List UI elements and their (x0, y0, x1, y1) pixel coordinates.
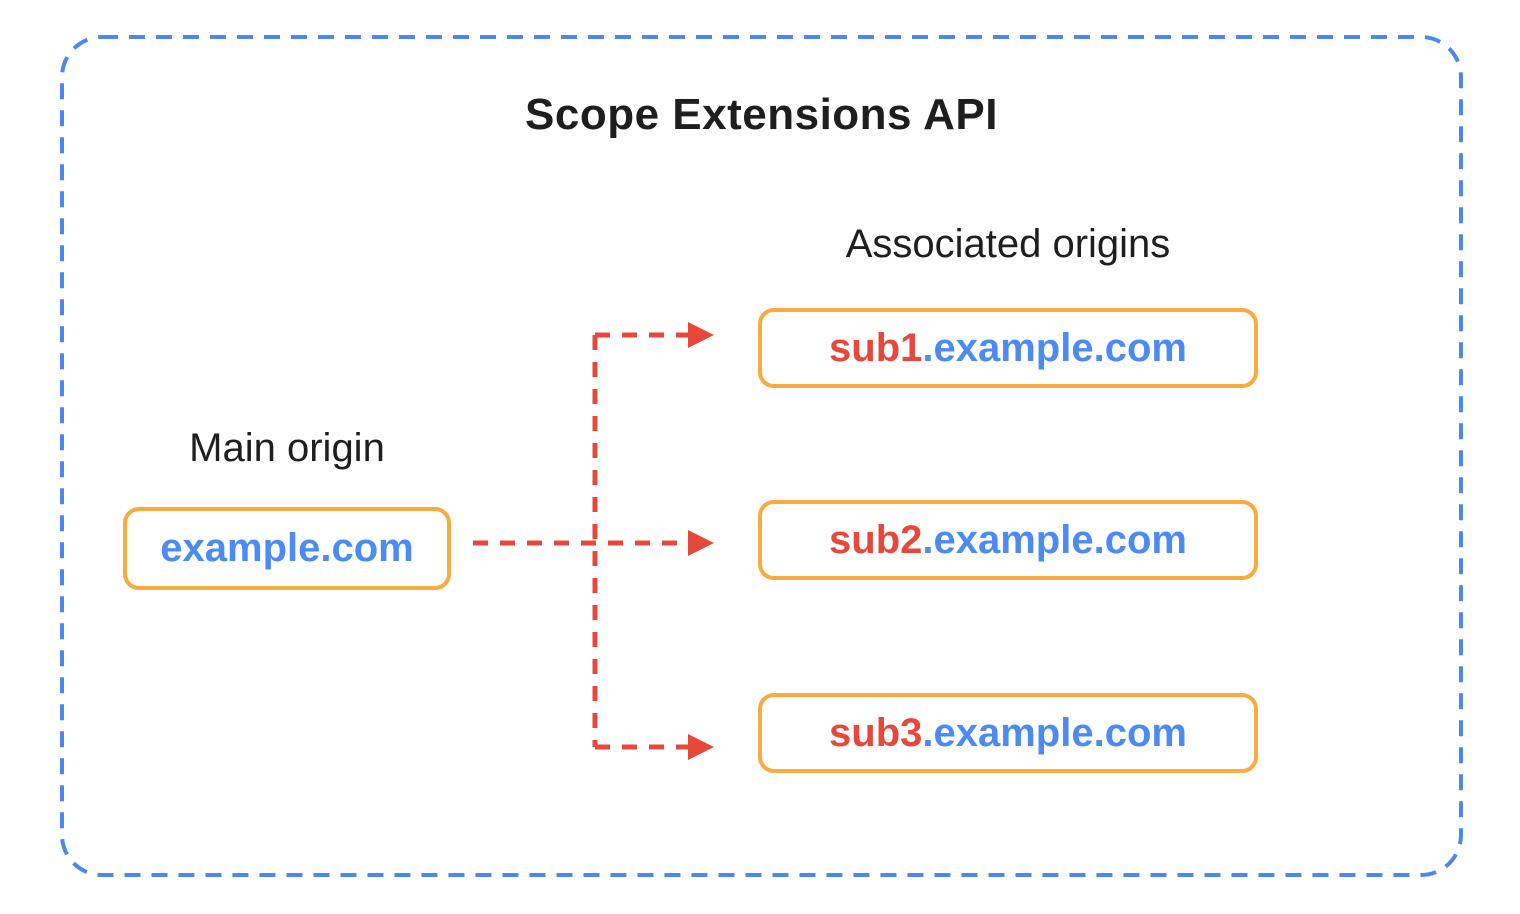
main-origin-box: example.com (123, 507, 451, 590)
subdomain-prefix: sub3 (829, 710, 923, 755)
subdomain-suffix: .example.com (922, 517, 1187, 562)
subdomain-suffix: .example.com (922, 325, 1187, 370)
arrowhead-to-sub3-icon (688, 734, 714, 760)
subdomain-prefix: sub1 (829, 325, 923, 370)
diagram-title: Scope Extensions API (525, 90, 998, 139)
main-origin-label: Main origin (189, 426, 385, 470)
arrowhead-to-sub1-icon (688, 322, 714, 348)
associated-origin-box-sub3: sub3.example.com (758, 693, 1258, 773)
subdomain-suffix: .example.com (922, 710, 1187, 755)
arrowhead-to-sub2-icon (688, 530, 714, 556)
associated-origin-box-sub1: sub1.example.com (758, 308, 1258, 388)
associated-origin-box-sub2: sub2.example.com (758, 500, 1258, 580)
associated-origins-label: Associated origins (845, 222, 1171, 266)
subdomain-prefix: sub2 (829, 517, 923, 562)
main-origin-domain: example.com (160, 526, 414, 570)
